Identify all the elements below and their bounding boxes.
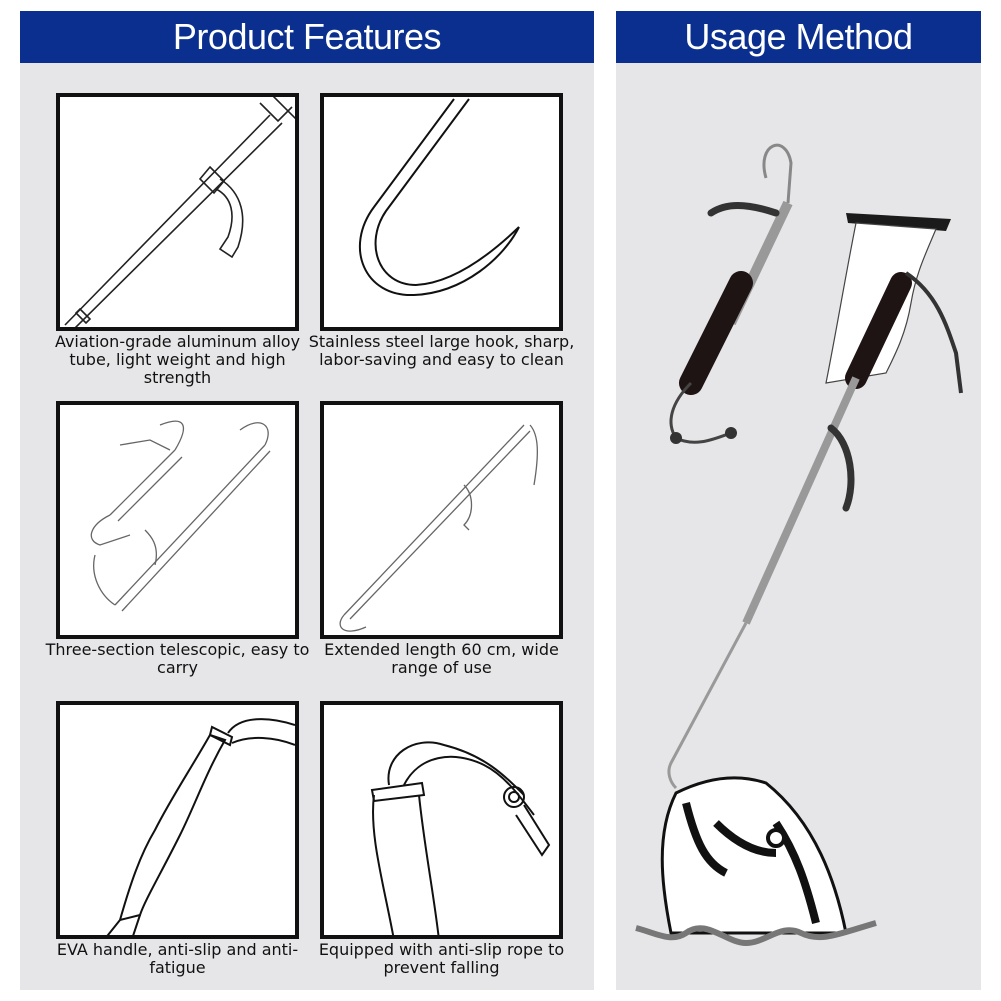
usage-method-title: Usage Method bbox=[616, 11, 981, 63]
extended-gaff-illustration bbox=[320, 401, 563, 639]
feature-caption: Aviation-grade aluminum alloy tube, ligh… bbox=[54, 332, 301, 387]
feature-caption: EVA handle, anti-slip and anti-fatigue bbox=[56, 940, 299, 977]
usage-method-panel: Usage Method bbox=[616, 11, 981, 990]
eva-handle-illustration bbox=[56, 701, 299, 939]
product-features-title: Product Features bbox=[20, 11, 594, 63]
product-features-panel: Product Features Aviation-grade aluminum… bbox=[20, 11, 594, 990]
feature-caption: Extended length 60 cm, wide range of use bbox=[324, 640, 559, 677]
feature-caption: Stainless steel large hook, sharp, labor… bbox=[308, 332, 575, 369]
feature-caption: Equipped with anti-slip rope to prevent … bbox=[318, 940, 565, 977]
feature-caption: Three-section telescopic, easy to carry bbox=[45, 640, 310, 677]
anti-slip-rope-illustration bbox=[320, 701, 563, 939]
gaff-hooking-fish-illustration bbox=[616, 63, 981, 990]
stainless-hook-illustration bbox=[320, 93, 563, 331]
aluminum-tube-illustration bbox=[56, 93, 299, 331]
telescopic-sections-illustration bbox=[56, 401, 299, 639]
